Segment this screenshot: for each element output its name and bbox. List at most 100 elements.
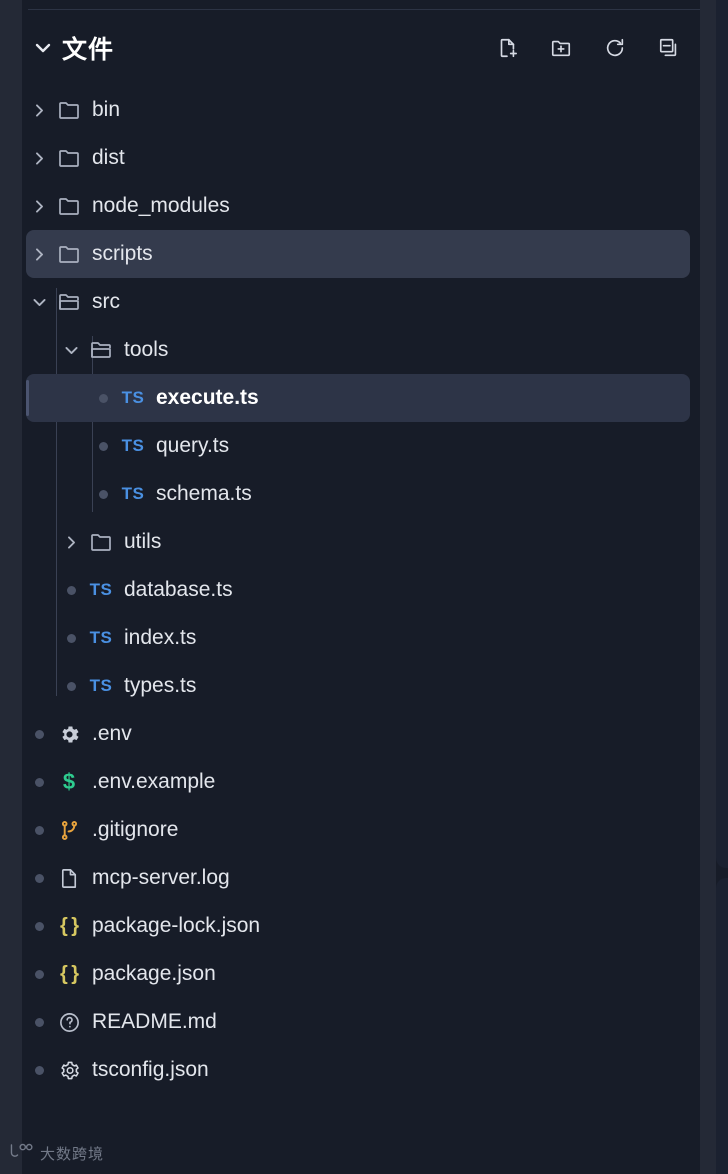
- folder-icon: [52, 98, 86, 122]
- file-bullet-icon: [90, 489, 116, 499]
- tree-row-gitignore[interactable]: .gitignore: [26, 806, 690, 854]
- tree-item-label: package-lock.json: [92, 914, 261, 937]
- tree-item-label: tools: [124, 338, 169, 361]
- tree-item-label: dist: [92, 146, 125, 169]
- folder-icon: [52, 194, 86, 218]
- file-bullet-icon: [90, 393, 116, 403]
- tree-item-label: bin: [92, 98, 121, 121]
- file-bullet-icon: [58, 585, 84, 595]
- panel-resize-divider[interactable]: [700, 0, 716, 1174]
- dollar-icon: $: [62, 769, 76, 794]
- tree-row-execute-ts[interactable]: TS execute.ts: [26, 374, 690, 422]
- watermark: 大数跨境: [8, 1142, 104, 1164]
- tree-item-label: database.ts: [124, 578, 233, 601]
- tree-item-label: tsconfig.json: [92, 1058, 209, 1081]
- chevron-right-icon[interactable]: [26, 150, 52, 167]
- refresh-icon[interactable]: [602, 35, 628, 61]
- file-tree: bin dist node_modules scripts src tools: [0, 86, 700, 1094]
- tree-row-database-ts[interactable]: TS database.ts: [26, 566, 690, 614]
- indent-guide: [92, 336, 93, 512]
- tree-row-env[interactable]: .env: [26, 710, 690, 758]
- folder-icon: [52, 146, 86, 170]
- document-icon: [52, 867, 86, 890]
- tree-item-label: README.md: [92, 1010, 217, 1033]
- tree-item-label: .gitignore: [92, 818, 179, 841]
- file-bullet-icon: [26, 873, 52, 883]
- gear-solid-icon: [52, 723, 86, 746]
- explorer-actions: [494, 35, 692, 61]
- gutter-edge-divider: [22, 0, 28, 1174]
- tree-row-package-json[interactable]: { } package.json: [26, 950, 690, 998]
- json-braces-icon: { }: [59, 962, 79, 985]
- explorer-section-header: 文件: [28, 22, 692, 74]
- ts-icon: TS: [89, 676, 113, 695]
- info-circle-icon: [52, 1011, 86, 1034]
- tree-row-node_modules[interactable]: node_modules: [26, 182, 690, 230]
- chevron-right-icon[interactable]: [26, 246, 52, 263]
- tree-item-label: src: [92, 290, 120, 313]
- folder-icon: [52, 242, 86, 266]
- folder-open-icon: [52, 290, 86, 314]
- tree-row-schema-ts[interactable]: TS schema.ts: [26, 470, 690, 518]
- tree-row-readme-md[interactable]: README.md: [26, 998, 690, 1046]
- chevron-right-icon[interactable]: [26, 198, 52, 215]
- tree-row-package-lock-json[interactable]: { } package-lock.json: [26, 902, 690, 950]
- tree-row-scripts[interactable]: scripts: [26, 230, 690, 278]
- activity-bar-gutter: [0, 0, 22, 1174]
- ts-icon: TS: [89, 628, 113, 647]
- watermark-text: 大数跨境: [40, 1144, 105, 1163]
- tree-row-utils[interactable]: utils: [26, 518, 690, 566]
- tree-row-dist[interactable]: dist: [26, 134, 690, 182]
- new-file-icon[interactable]: [494, 35, 520, 61]
- tree-item-label: scripts: [92, 242, 153, 265]
- chevron-down-icon[interactable]: [28, 38, 58, 58]
- chevron-right-icon[interactable]: [26, 102, 52, 119]
- tree-item-label: node_modules: [92, 194, 230, 217]
- tree-row-env-example[interactable]: $ .env.example: [26, 758, 690, 806]
- file-bullet-icon: [26, 1065, 52, 1075]
- panel-top-divider: [28, 9, 700, 10]
- file-bullet-icon: [26, 1017, 52, 1027]
- json-braces-icon: { }: [59, 914, 79, 937]
- tree-item-label: types.ts: [124, 674, 197, 697]
- tree-item-label: .env.example: [92, 770, 216, 793]
- tree-row-mcp-server-log[interactable]: mcp-server.log: [26, 854, 690, 902]
- tree-row-tsconfig-json[interactable]: tsconfig.json: [26, 1046, 690, 1094]
- adjacent-editor-panel-top: [716, 0, 728, 868]
- ts-icon: TS: [121, 436, 145, 455]
- indent-guide: [56, 288, 57, 696]
- tree-item-label: execute.ts: [156, 386, 259, 409]
- tree-item-label: query.ts: [156, 434, 230, 457]
- tree-row-query-ts[interactable]: TS query.ts: [26, 422, 690, 470]
- file-bullet-icon: [58, 633, 84, 643]
- tree-row-src[interactable]: src: [26, 278, 690, 326]
- file-bullet-icon: [90, 441, 116, 451]
- file-bullet-icon: [26, 969, 52, 979]
- collapse-all-icon[interactable]: [656, 35, 682, 61]
- ts-icon: TS: [121, 484, 145, 503]
- tree-item-label: package.json: [92, 962, 216, 985]
- chevron-right-icon[interactable]: [58, 534, 84, 551]
- new-folder-icon[interactable]: [548, 35, 574, 61]
- page-title: 文件: [62, 36, 115, 64]
- folder-icon: [84, 530, 118, 554]
- tree-row-index-ts[interactable]: TS index.ts: [26, 614, 690, 662]
- tree-row-tools[interactable]: tools: [26, 326, 690, 374]
- file-bullet-icon: [26, 921, 52, 931]
- folder-open-icon: [84, 338, 118, 362]
- brand-logo-icon: [8, 1142, 34, 1164]
- tree-item-label: utils: [124, 530, 162, 553]
- tree-row-bin[interactable]: bin: [26, 86, 690, 134]
- file-bullet-icon: [26, 777, 52, 787]
- tree-item-label: index.ts: [124, 626, 197, 649]
- tree-item-label: schema.ts: [156, 482, 252, 505]
- gear-outline-icon: [52, 1059, 86, 1082]
- adjacent-editor-panel-bottom: [716, 878, 728, 1174]
- tree-item-label: mcp-server.log: [92, 866, 230, 889]
- ts-icon: TS: [89, 580, 113, 599]
- tree-row-types-ts[interactable]: TS types.ts: [26, 662, 690, 710]
- chevron-down-icon[interactable]: [26, 294, 52, 311]
- chevron-down-icon[interactable]: [58, 342, 84, 359]
- file-bullet-icon: [26, 825, 52, 835]
